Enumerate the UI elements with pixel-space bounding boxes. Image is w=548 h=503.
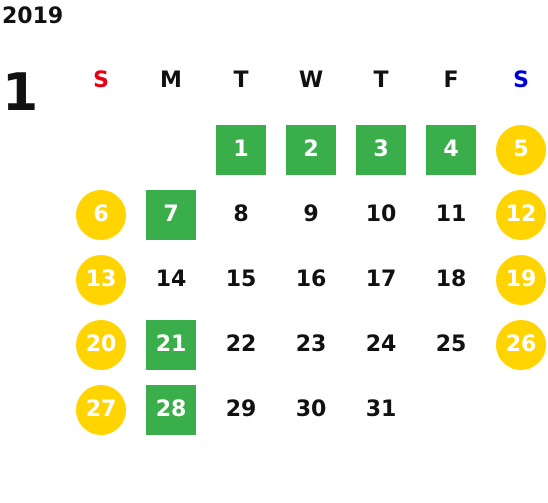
day-cell-9: 9 xyxy=(303,202,319,227)
day-cell-16: 16 xyxy=(295,267,327,292)
weekday-header-sun: S xyxy=(93,68,109,93)
day-cell-31: 31 xyxy=(365,397,397,422)
day-cell-28: 28 xyxy=(146,385,196,435)
day-cell-15: 15 xyxy=(225,267,257,292)
day-cell-23: 23 xyxy=(295,332,327,357)
day-cell-27: 27 xyxy=(76,385,126,435)
day-cell-1: 1 xyxy=(216,125,266,175)
weekday-header-fri: F xyxy=(443,68,459,93)
day-cell-21: 21 xyxy=(146,320,196,370)
day-cell-2: 2 xyxy=(286,125,336,175)
weekday-header-wed: W xyxy=(298,68,324,93)
day-cell-17: 17 xyxy=(365,267,397,292)
day-cell-7: 7 xyxy=(146,190,196,240)
weekday-header-sat: S xyxy=(513,68,529,93)
day-cell-18: 18 xyxy=(435,267,467,292)
day-cell-20: 20 xyxy=(76,320,126,370)
day-cell-25: 25 xyxy=(435,332,467,357)
weekday-header-thu: T xyxy=(373,68,389,93)
day-cell-26: 26 xyxy=(496,320,546,370)
day-cell-8: 8 xyxy=(233,202,249,227)
weekday-header-tue: T xyxy=(233,68,249,93)
day-cell-3: 3 xyxy=(356,125,406,175)
day-cell-10: 10 xyxy=(365,202,397,227)
day-cell-13: 13 xyxy=(76,255,126,305)
weekday-header-mon: M xyxy=(160,68,182,93)
day-cell-12: 12 xyxy=(496,190,546,240)
day-cell-29: 29 xyxy=(225,397,257,422)
day-cell-22: 22 xyxy=(225,332,257,357)
day-cell-6: 6 xyxy=(76,190,126,240)
year-label: 2019 xyxy=(2,4,64,29)
day-cell-14: 14 xyxy=(155,267,187,292)
day-cell-24: 24 xyxy=(365,332,397,357)
day-cell-11: 11 xyxy=(435,202,467,227)
day-cell-5: 5 xyxy=(496,125,546,175)
day-cell-19: 19 xyxy=(496,255,546,305)
day-cell-4: 4 xyxy=(426,125,476,175)
day-cell-30: 30 xyxy=(295,397,327,422)
month-number: 1 xyxy=(2,63,39,123)
